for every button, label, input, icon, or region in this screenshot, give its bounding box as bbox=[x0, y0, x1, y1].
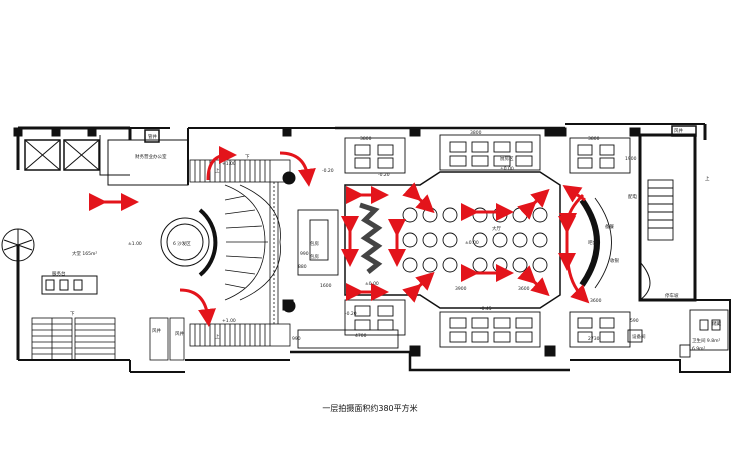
label-dim-1900: 1900 bbox=[625, 156, 637, 162]
label-kitchen: 备餐 bbox=[605, 223, 614, 230]
outer-walls bbox=[13, 123, 731, 373]
arrow-curve-r1 bbox=[559, 193, 585, 231]
arrow-diag-1 bbox=[402, 182, 435, 214]
label-front-desk: 服务台 bbox=[52, 270, 66, 277]
label-mg: 厨房区 bbox=[500, 155, 514, 162]
label-office: 财务营业办公室 bbox=[135, 153, 167, 160]
curved-stairs bbox=[189, 159, 291, 347]
label-down1: 下 bbox=[245, 154, 250, 160]
arrow-curve-r2 bbox=[566, 261, 590, 304]
label-lvl-045: -0.45 bbox=[480, 306, 492, 312]
arrow-curve-right-top bbox=[562, 185, 586, 203]
label-toilet: 卫生间 9.8m² bbox=[692, 337, 720, 344]
label-lvl-000a: ±0.00 bbox=[365, 281, 379, 287]
label-lvl-020a: -0.20 bbox=[322, 168, 334, 174]
floor-plan: 大堂 165m² ±1.00 服务台 财务营业办公室 管井 6 沙发区 上 上 … bbox=[1, 123, 731, 373]
label-dim-3800b: 3800 bbox=[588, 136, 600, 142]
office-room bbox=[107, 129, 189, 186]
label-wind3: 风井 bbox=[674, 127, 683, 134]
arrow-diag-3 bbox=[402, 271, 435, 303]
label-up1: 上 bbox=[215, 167, 220, 174]
label-storage: 储藏 bbox=[712, 320, 721, 327]
arrow-curve-tr bbox=[279, 151, 316, 187]
label-dim-3800c: 3800 bbox=[470, 130, 482, 136]
center-dining bbox=[297, 134, 561, 349]
label-lvl-top: +1.00 bbox=[222, 161, 236, 167]
label-dim-4700: 4700 bbox=[355, 333, 367, 339]
dining-tables bbox=[402, 207, 548, 273]
label-dim-990b: 990 bbox=[292, 336, 301, 342]
label-recv: 收银 bbox=[610, 257, 619, 264]
stair-left bbox=[31, 317, 185, 361]
label-dim-2730: 2730 bbox=[588, 336, 600, 342]
plan-caption: 一层拍摄面积约380平方米 bbox=[322, 404, 418, 413]
label-lvl-000b: ±0.00 bbox=[465, 240, 479, 246]
label-wind1: 风井 bbox=[175, 330, 184, 337]
label-lobby-level: ±1.00 bbox=[128, 241, 142, 247]
arrow-curve-bl bbox=[179, 288, 216, 327]
curved-arrows bbox=[179, 146, 590, 327]
label-lvl-bottom: +1.00 bbox=[222, 318, 236, 324]
label-stair-up: 上 bbox=[705, 175, 710, 182]
elevator-block bbox=[24, 135, 130, 176]
label-power: 配电 bbox=[628, 193, 637, 200]
label-car-rm: 停车坡 bbox=[665, 292, 679, 299]
label-down2: 下 bbox=[70, 311, 75, 317]
label-round-sofa: 6 沙发区 bbox=[173, 240, 191, 247]
label-equip: 设备间 bbox=[632, 333, 646, 340]
label-sofa-rm2: 包房 bbox=[310, 253, 319, 260]
label-dim-590: 590 bbox=[630, 318, 639, 324]
right-zone bbox=[569, 125, 729, 358]
label-dim-3600: 3600 bbox=[518, 286, 530, 292]
label-dim-990: 990 bbox=[300, 251, 309, 257]
label-dim-1600: 1600 bbox=[320, 283, 332, 289]
label-dim-3800a: 3800 bbox=[360, 136, 372, 142]
revolving-door bbox=[1, 228, 35, 262]
label-side: 6.9m² bbox=[692, 346, 706, 352]
label-up2: 上 bbox=[215, 333, 220, 340]
label-wind2: 风井 bbox=[152, 327, 161, 334]
label-sofa-rm: 包房 bbox=[310, 240, 319, 247]
plan-labels: 大堂 165m² ±1.00 服务台 财务营业办公室 管井 6 沙发区 上 上 … bbox=[52, 127, 721, 352]
front-desk bbox=[41, 275, 98, 295]
label-lvl-000c: ±0.00 bbox=[500, 166, 514, 172]
label-dim-3900: 3900 bbox=[455, 286, 467, 292]
circulation-arrows bbox=[89, 182, 576, 303]
label-center: 大厅 bbox=[492, 225, 501, 232]
label-bar: 吧台 bbox=[588, 239, 597, 246]
round-sofa-area bbox=[160, 208, 218, 277]
label-lobby: 大堂 165m² bbox=[72, 250, 97, 257]
arrow-diag-4 bbox=[517, 265, 550, 297]
label-dim-880: 880 bbox=[298, 264, 307, 270]
label-lvl-020c: -0.20 bbox=[345, 311, 357, 317]
label-dim-3600b: 3600 bbox=[590, 298, 602, 304]
label-lvl-020b: -0.20 bbox=[378, 172, 390, 178]
arrow-diag-2 bbox=[517, 188, 550, 220]
label-well: 管井 bbox=[148, 133, 157, 140]
arrow-curve-tl bbox=[206, 146, 237, 181]
